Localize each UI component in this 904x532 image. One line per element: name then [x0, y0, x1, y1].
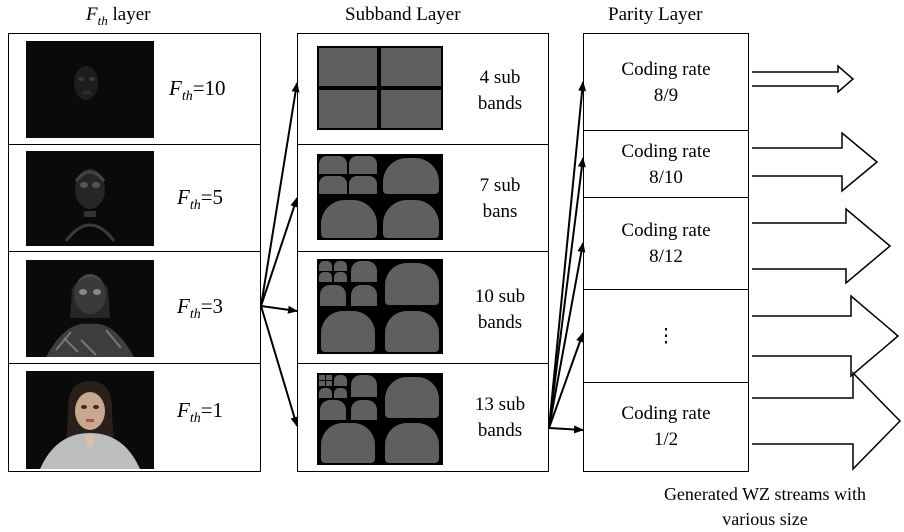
fth-value: =1	[200, 398, 224, 422]
subband-layer-header: Subband Layer	[345, 4, 461, 25]
fth-label-10: Fth=10	[169, 76, 226, 105]
subband-label: 13 sub bands	[455, 392, 545, 444]
parity-row: Coding rate 8/12	[584, 198, 748, 290]
fth-to-subband-arrow	[260, 197, 298, 307]
subband-label-line1: 10 sub	[474, 286, 526, 307]
fth-subscript: th	[189, 411, 201, 427]
ellipsis-label: ⋮	[584, 324, 748, 350]
subband-label: 10 sub bands	[455, 284, 545, 336]
subband-label: 7 sub bans	[455, 173, 545, 225]
caption-line1: Generated WZ streams with	[663, 484, 867, 504]
caption-line2: various size	[722, 509, 808, 529]
coding-rate-label: Coding rate 8/9	[584, 57, 748, 109]
fth-value: =3	[200, 294, 224, 318]
fth-subscript: th	[189, 307, 201, 323]
subband-to-parity-arrow	[548, 157, 586, 429]
subband-image-4	[317, 46, 443, 130]
fth-to-subband-arrow	[260, 305, 298, 314]
subband-label-line2: bands	[477, 312, 523, 333]
parity-layer-header: Parity Layer	[608, 4, 703, 25]
subband-to-parity-arrow	[548, 81, 587, 429]
face-thumbnail-textured	[26, 260, 154, 357]
fth-header-suffix: layer	[107, 4, 151, 25]
output-caption: Generated WZ streams with various size	[630, 482, 900, 532]
fth-value: =5	[200, 185, 224, 209]
fth-to-subband-arrow	[260, 82, 300, 307]
fth-row: Fth=10	[9, 34, 260, 145]
subband-layer-box: 4 sub bands 7 sub bans	[297, 33, 549, 472]
coding-rate-value: 8/10	[649, 167, 683, 188]
fth-row: Fth=5	[9, 145, 260, 252]
face-thumbnail-full	[26, 371, 154, 469]
fth-label-1: Fth=1	[177, 398, 223, 427]
subband-row: 10 sub bands	[298, 252, 548, 364]
subband-label-line1: 4 sub	[479, 67, 521, 88]
coding-rate-line1: Coding rate	[621, 141, 711, 162]
vertical-ellipsis: ⋮	[656, 326, 676, 347]
coding-rate-line1: Coding rate	[621, 403, 711, 424]
coding-rate-value: 8/12	[649, 246, 683, 267]
parity-row: Coding rate 8/10	[584, 131, 748, 198]
coding-rate-label: Coding rate 8/10	[584, 139, 748, 191]
subband-to-parity-arrow	[548, 425, 584, 434]
subband-to-parity-arrow	[548, 332, 584, 429]
fth-subscript: th	[189, 198, 201, 214]
face-thumbnail-dark-graphic	[74, 66, 98, 100]
fth-row: Fth=1	[9, 364, 260, 471]
subband-image-10	[317, 259, 443, 354]
subband-label-line1: 13 sub	[474, 394, 526, 415]
fth-symbol: F	[177, 185, 190, 209]
fth-header-subscript: th	[97, 12, 108, 28]
fth-symbol: F	[177, 398, 190, 422]
face-thumbnail-partial	[26, 151, 154, 246]
parity-row: Coding rate 1/2	[584, 383, 748, 471]
face-thumbnail-textured-graphic	[46, 274, 134, 357]
fth-label-5: Fth=5	[177, 185, 223, 214]
subband-row: 7 sub bans	[298, 145, 548, 252]
parity-layer-box: Coding rate 8/9 Coding rate 8/10 Coding …	[583, 33, 749, 472]
coding-rate-label: Coding rate 1/2	[584, 401, 748, 453]
subband-row: 4 sub bands	[298, 34, 548, 145]
fth-header-symbol: F	[86, 4, 98, 25]
subband-to-parity-arrow	[548, 242, 586, 429]
fth-label-3: Fth=3	[177, 294, 223, 323]
coding-rate-value: 1/2	[653, 429, 679, 450]
fth-layer-header: Fth layer	[86, 4, 150, 29]
parity-row: Coding rate 8/9	[584, 34, 748, 131]
subband-image-13	[317, 373, 443, 465]
fth-symbol: F	[177, 294, 190, 318]
wz-stream-arrow	[752, 371, 902, 471]
fth-subscript: th	[181, 89, 193, 105]
fth-layer-box: Fth=10 Fth=5	[8, 33, 261, 472]
coding-rate-line1: Coding rate	[621, 59, 711, 80]
face-thumbnail-full-graphic	[40, 381, 140, 469]
subband-label-line2: bands	[477, 93, 523, 114]
wz-stream-arrow	[752, 207, 892, 285]
subband-label-line1: 7 sub	[479, 175, 521, 196]
coding-rate-label: Coding rate 8/12	[584, 218, 748, 270]
face-thumbnail-partial-graphic	[64, 169, 116, 242]
subband-label: 4 sub bands	[455, 65, 545, 117]
coding-rate-value: 8/9	[653, 85, 679, 106]
face-thumbnail-dark	[26, 41, 154, 138]
fth-value: =10	[192, 76, 226, 100]
subband-row: 13 sub bands	[298, 364, 548, 471]
coding-rate-line1: Coding rate	[621, 220, 711, 241]
subband-label-line2: bans	[482, 201, 518, 222]
fth-to-subband-arrow	[260, 305, 299, 427]
wz-stream-arrow	[752, 64, 855, 94]
wz-stream-arrow	[752, 294, 900, 378]
subband-label-line2: bands	[477, 420, 523, 441]
subband-image-7	[317, 154, 443, 240]
fth-row: Fth=3	[9, 252, 260, 364]
fth-symbol: F	[169, 76, 182, 100]
parity-row: ⋮	[584, 290, 748, 383]
wz-stream-arrow	[752, 131, 879, 193]
